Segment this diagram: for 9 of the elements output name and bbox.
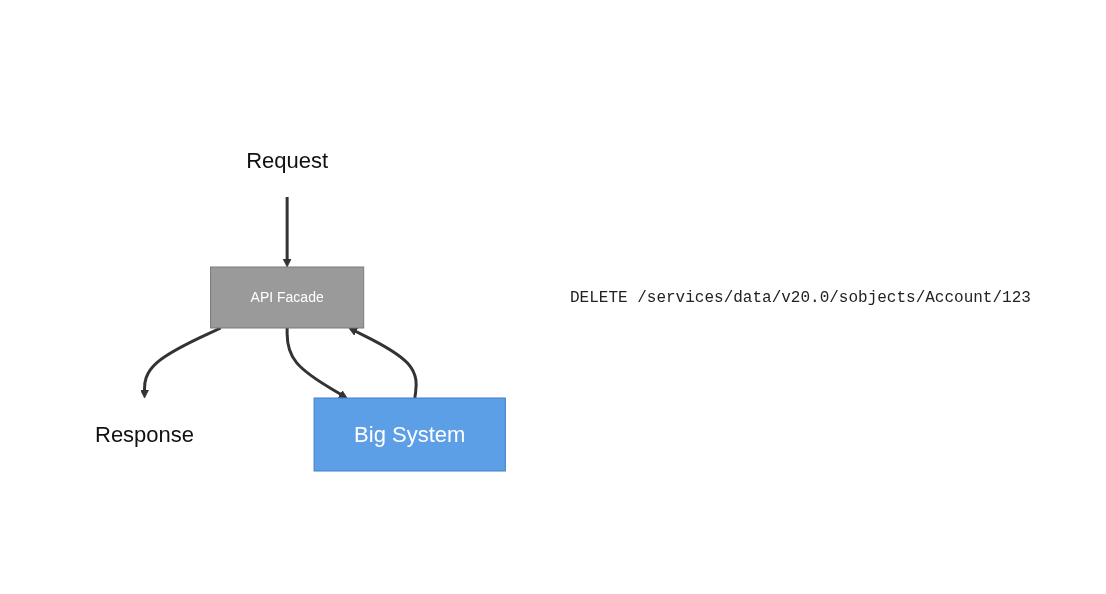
node-text: Request	[245, 147, 328, 173]
node-text: Response	[94, 421, 194, 447]
arrow	[285, 327, 348, 398]
arrow	[282, 196, 292, 267]
request-path-text: DELETE /services/data/v20.0/sobjects/Account/123	[570, 288, 1031, 307]
arrow	[348, 327, 418, 398]
arrow	[139, 326, 222, 398]
node-box: API Facade	[209, 266, 365, 328]
node-box: Big System	[313, 397, 506, 471]
